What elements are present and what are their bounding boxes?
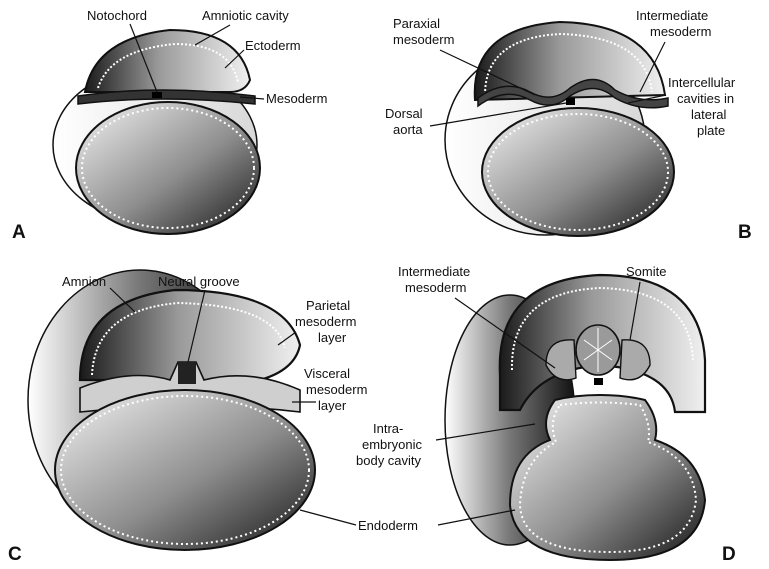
panel-d: Intermediate mesoderm Somite Intra- embr… [300, 264, 736, 565]
label-intercellular-1: Intercellular [668, 75, 736, 90]
panel-b: Paraxial mesoderm Intermediate mesoderm … [385, 8, 752, 243]
panel-letter-b: B [738, 222, 752, 243]
label-intermediate-d-2: mesoderm [405, 280, 466, 295]
label-visceral-1: Visceral [304, 366, 350, 381]
panel-a: Notochord Amniotic cavity Ectoderm Mesod… [12, 8, 327, 243]
panel-c-yolk-sac [55, 390, 315, 550]
label-intermediate-d-1: Intermediate [398, 264, 470, 279]
panel-letter-d: D [722, 544, 736, 565]
panel-a-yolk-sac [76, 102, 260, 234]
label-paraxial-2: mesoderm [393, 32, 454, 47]
label-intra-2: embryonic [362, 437, 422, 452]
label-visceral-2: mesoderm [306, 382, 367, 397]
panel-c: Amnion Neural groove Parietal mesoderm l… [8, 270, 367, 565]
label-intra-1: Intra- [373, 421, 403, 436]
panel-b-yolk-sac [482, 108, 674, 236]
label-endoderm: Endoderm [358, 518, 418, 533]
leader-endoderm-c [300, 510, 356, 525]
label-intercellular-4: plate [697, 123, 725, 138]
label-dorsal-2: aorta [393, 122, 423, 137]
label-neural-groove: Neural groove [158, 274, 240, 289]
label-mesoderm-a: Mesoderm [266, 91, 327, 106]
label-dorsal-1: Dorsal [385, 106, 423, 121]
label-parietal-2: mesoderm [295, 314, 356, 329]
notochord-shape [152, 92, 162, 98]
neural-groove-shape [178, 362, 196, 384]
label-intercellular-3: lateral [691, 107, 727, 122]
label-intra-3: body cavity [356, 453, 422, 468]
label-notochord: Notochord [87, 8, 147, 23]
label-intercellular-2: cavities in [677, 91, 734, 106]
panel-letter-a: A [12, 222, 26, 243]
label-intermediate-b-2: mesoderm [650, 24, 711, 39]
dorsal-aorta-shape [566, 98, 575, 105]
label-paraxial-1: Paraxial [393, 16, 440, 31]
label-ectoderm: Ectoderm [245, 38, 301, 53]
label-parietal-1: Parietal [306, 298, 350, 313]
label-amnion: Amnion [62, 274, 106, 289]
label-parietal-3: layer [318, 330, 347, 345]
label-amniotic-cavity: Amniotic cavity [202, 8, 289, 23]
label-intermediate-b-1: Intermediate [636, 8, 708, 23]
panel-a-amniotic-dome [85, 30, 250, 92]
label-visceral-3: layer [318, 398, 347, 413]
label-somite: Somite [626, 264, 666, 279]
panel-letter-c: C [8, 544, 22, 565]
